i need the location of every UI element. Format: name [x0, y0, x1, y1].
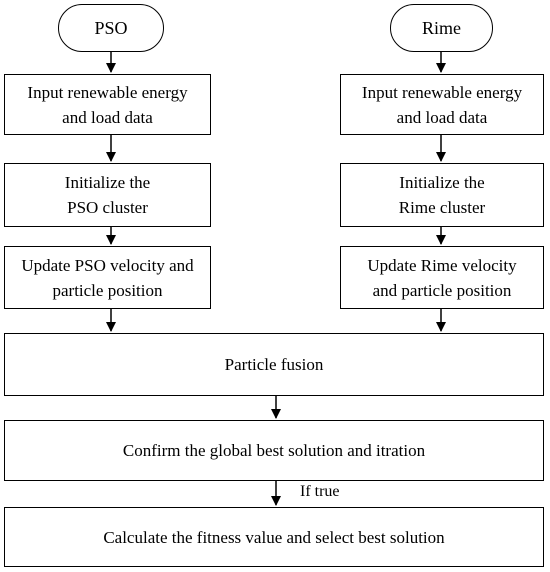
- pso-initialize-line-1: Initialize the: [64, 173, 151, 192]
- calculate-fitness-label: Calculate the fitness value and select b…: [103, 527, 445, 547]
- calculate-fitness-box: Calculate the fitness value and select b…: [4, 507, 544, 567]
- rime-update-line-1: Update Rime velocity: [367, 255, 517, 275]
- pso-input-line-1: Input renewable energy: [27, 82, 188, 102]
- rime-initialize-line-2: Rime cluster: [398, 198, 486, 217]
- rime-input-line-1: Input renewable energy: [361, 82, 523, 102]
- pso-initialize-box: Initialize the PSO cluster: [4, 163, 211, 227]
- if-true-condition-label: If true: [300, 483, 340, 500]
- pso-update-line-2: particle position: [52, 280, 163, 300]
- rime-input-data-box: Input renewable energy and load data: [340, 74, 544, 135]
- pso-initialize-line-2: PSO cluster: [67, 198, 148, 217]
- particle-fusion-box: Particle fusion: [4, 333, 544, 396]
- pso-update-box: Update PSO velocity and particle positio…: [4, 246, 211, 309]
- rime-start-node: Rime: [390, 4, 493, 52]
- rime-update-line-2: and particle position: [372, 280, 512, 300]
- rime-initialize-box: Initialize the Rime cluster: [340, 163, 544, 227]
- rime-update-box: Update Rime velocity and particle positi…: [340, 246, 544, 309]
- pso-update-line-1: Update PSO velocity and: [21, 255, 194, 275]
- rime-initialize-line-1: Initialize the: [399, 173, 485, 192]
- particle-fusion-label: Particle fusion: [224, 355, 324, 374]
- rime-input-line-2: and load data: [396, 107, 488, 127]
- pso-input-line-2: and load data: [62, 107, 153, 127]
- pso-input-data-box: Input renewable energy and load data: [4, 74, 211, 135]
- pso-start-label: PSO: [94, 17, 128, 38]
- confirm-best-solution-label: Confirm the global best solution and itr…: [122, 441, 426, 460]
- confirm-best-solution-box: Confirm the global best solution and itr…: [4, 420, 544, 481]
- pso-start-node: PSO: [58, 4, 164, 52]
- rime-start-label: Rime: [422, 17, 461, 38]
